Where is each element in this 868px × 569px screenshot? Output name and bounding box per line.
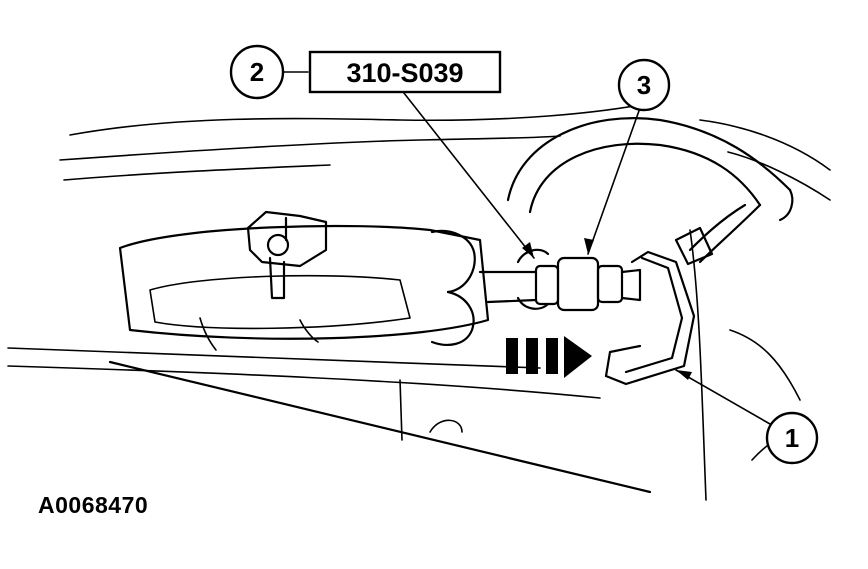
disconnect-tool-tip — [516, 248, 550, 310]
callout-1-number: 1 — [785, 423, 799, 453]
direction-arrow — [506, 336, 592, 378]
quick-connect-fitting — [534, 226, 714, 312]
tool-label: 310-S039 — [346, 58, 463, 88]
callout-3: 3 — [617, 58, 671, 112]
leader-lines — [399, 87, 771, 425]
callout-3-circle — [617, 58, 671, 112]
fuel-hose — [506, 117, 794, 264]
callout-2: 2 310-S039 — [229, 44, 502, 100]
retaining-clip — [604, 250, 696, 386]
figure-id: A0068470 — [38, 492, 149, 518]
engine-bay-outline — [7, 104, 831, 501]
callout-1-circle — [765, 411, 819, 465]
callout-1: 1 — [765, 411, 819, 465]
canister-body — [118, 224, 538, 351]
callout-3-number: 3 — [637, 70, 651, 100]
tool-label-box — [308, 50, 502, 94]
electrical-connector — [246, 210, 328, 300]
callout-2-number: 2 — [250, 57, 264, 87]
